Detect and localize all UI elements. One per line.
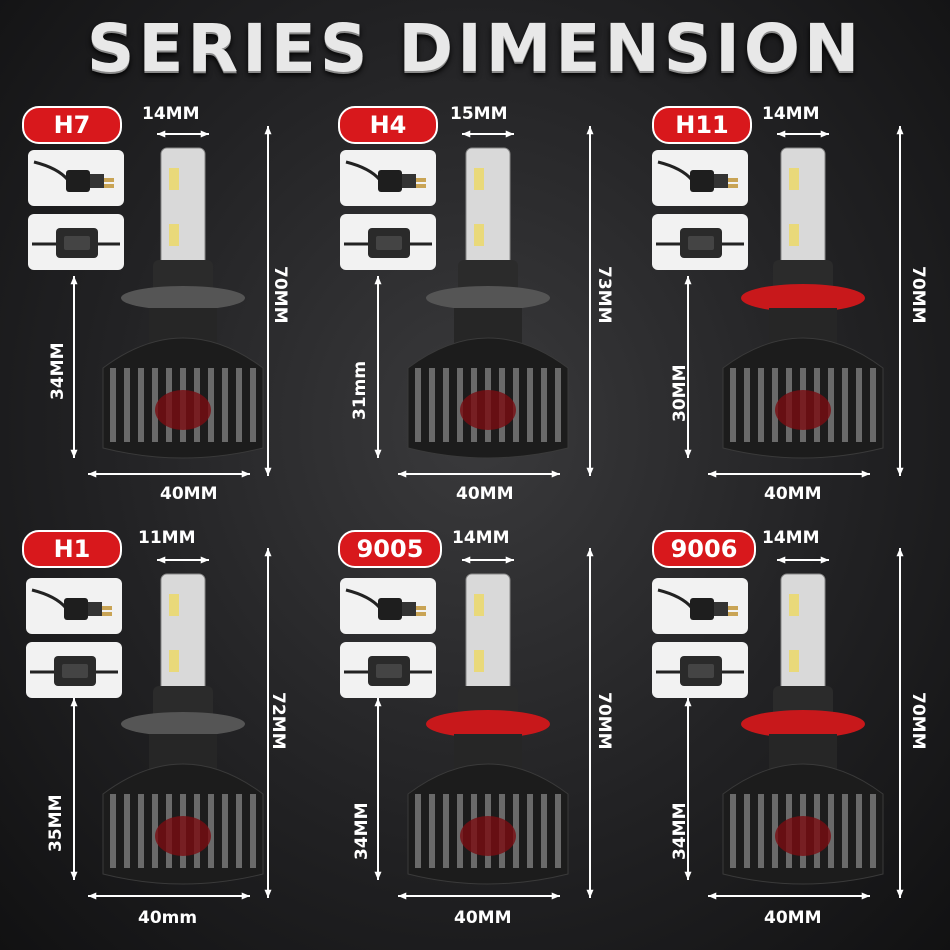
connector-thumb — [28, 150, 124, 206]
bulb-illustration — [684, 126, 904, 478]
diameter-label: 40MM — [160, 484, 218, 504]
width-label: 14MM — [762, 528, 820, 548]
model-badge: H1 — [22, 530, 122, 568]
connector-thumb — [26, 578, 122, 634]
decoder-box-icon — [344, 228, 432, 258]
decoder-thumb — [28, 214, 124, 270]
bulb-illustration — [70, 126, 272, 478]
diameter-label: 40MM — [764, 908, 822, 928]
bulb-card-h11: H11 14MM 70MM 30MM 40MM — [638, 100, 950, 520]
decoder-box-icon — [344, 656, 432, 686]
width-label: 11MM — [138, 528, 196, 548]
decoder-thumb — [652, 642, 748, 698]
bulb-card-9006: 9006 14MM 70MM 34MM 40MM — [638, 522, 950, 942]
connector-thumb — [652, 150, 748, 206]
decoder-box-icon — [656, 228, 744, 258]
diameter-label: 40MM — [456, 484, 514, 504]
model-badge: H11 — [652, 106, 752, 144]
model-badge: H7 — [22, 106, 122, 144]
connector-thumb — [340, 150, 436, 206]
h11-plug-icon — [657, 160, 738, 192]
decoder-thumb — [340, 642, 436, 698]
h4-plug-icon — [345, 160, 426, 192]
bulb-card-h4: H4 15MM 73MM 31mm 40MM — [328, 100, 644, 520]
model-badge: 9006 — [652, 530, 756, 568]
width-label: 14MM — [762, 104, 820, 124]
bulb-illustration — [374, 548, 594, 900]
h7-plug-icon — [33, 160, 114, 192]
bulb-card-h1: H1 11MM 72MM 35MM 40mm — [18, 522, 334, 942]
bulb-card-9005: 9005 14MM 70MM 34MM 40MM — [328, 522, 644, 942]
9005-plug-icon — [345, 588, 426, 620]
width-label: 14MM — [142, 104, 200, 124]
bulb-illustration — [684, 548, 904, 900]
decoder-thumb — [652, 214, 748, 270]
model-badge: H4 — [338, 106, 438, 144]
9006-plug-icon — [657, 588, 738, 620]
decoder-thumb — [340, 214, 436, 270]
width-label: 15MM — [450, 104, 508, 124]
connector-thumb — [340, 578, 436, 634]
connector-thumb — [652, 578, 748, 634]
decoder-thumb — [26, 642, 122, 698]
decoder-box-icon — [32, 228, 120, 258]
decoder-box-icon — [30, 656, 118, 686]
diameter-label: 40mm — [138, 908, 198, 928]
model-badge: 9005 — [338, 530, 442, 568]
diameter-label: 40MM — [764, 484, 822, 504]
width-label: 14MM — [452, 528, 510, 548]
bulb-illustration — [70, 548, 272, 900]
bulb-illustration — [374, 126, 594, 478]
page-title: SERIES DIMENSION — [86, 10, 864, 87]
h1-wire-icon — [31, 588, 112, 620]
bulb-card-h7: H7 14MM 70MM 34MM 40MM — [18, 100, 334, 520]
diameter-label: 40MM — [454, 908, 512, 928]
decoder-box-icon — [656, 656, 744, 686]
